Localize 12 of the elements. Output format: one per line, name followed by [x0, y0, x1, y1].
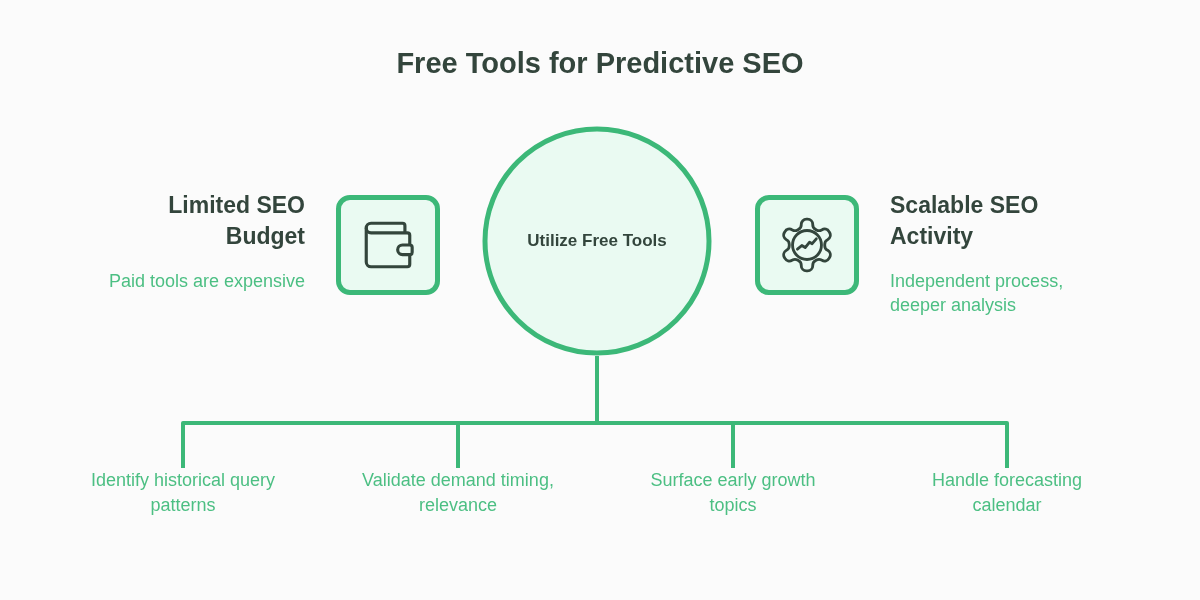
circle-node: [482, 126, 712, 356]
connector-line: [595, 356, 1009, 468]
step-text: Surface early growth topics: [629, 468, 837, 518]
title: Free Tools for Predictive SEO: [396, 46, 804, 81]
item-description: Paid tools are expensive: [108, 270, 305, 293]
item-description: Independent process, deeper analysis: [890, 270, 1065, 317]
node-label: Utilize Free Tools: [527, 230, 667, 253]
step-text: Validate demand timing, relevance: [354, 468, 562, 518]
step-text: Identify historical query patterns: [79, 468, 287, 518]
item-heading: Scalable SEO Activity: [890, 191, 1040, 251]
step-text: Handle forecasting calendar: [903, 468, 1111, 518]
item-heading: Limited SEO Budget: [167, 191, 305, 251]
